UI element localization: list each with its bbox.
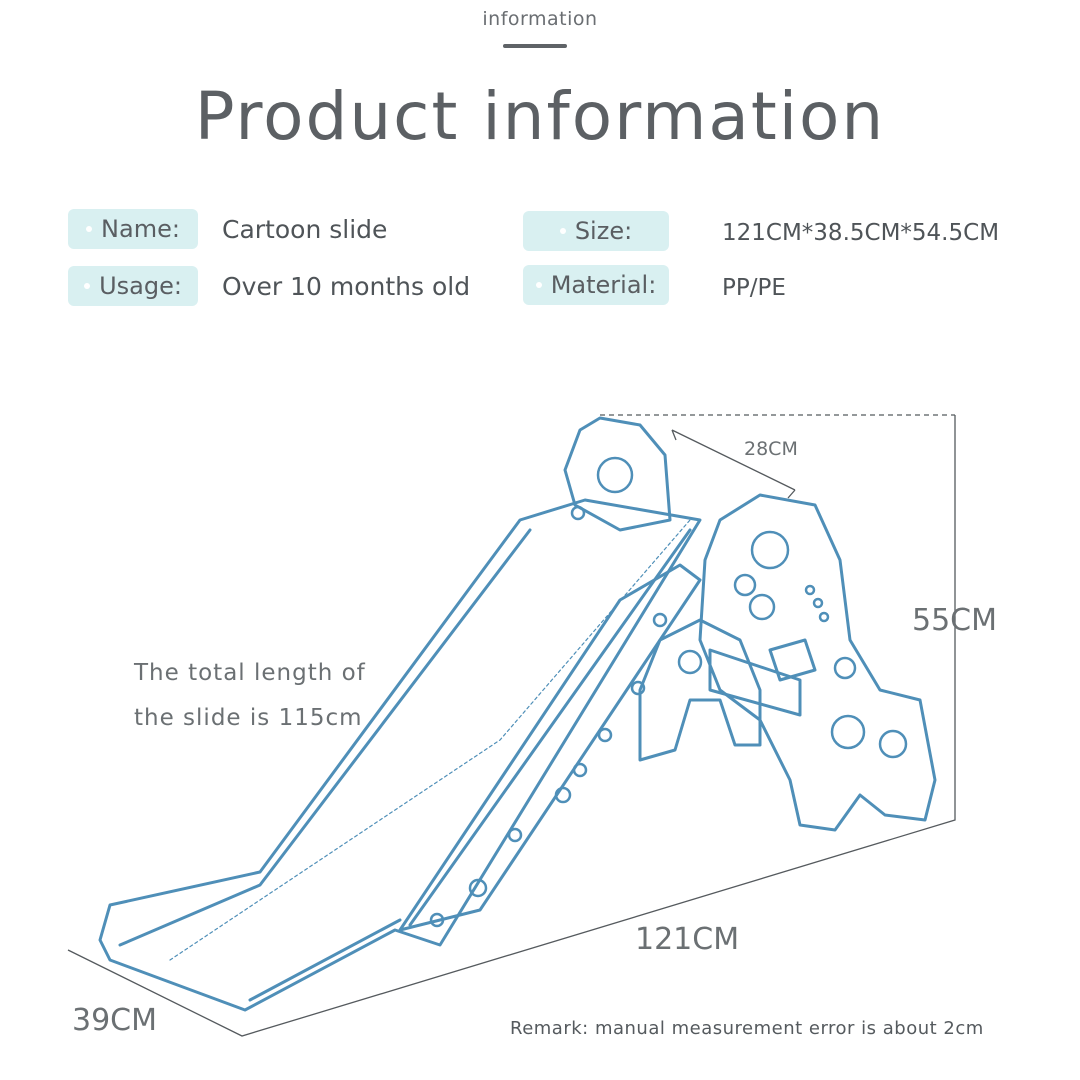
depth-bracket bbox=[671, 429, 796, 499]
hole bbox=[429, 912, 445, 928]
size-value: 121CM*38.5CM*54.5CM bbox=[722, 220, 1000, 246]
slide-length-note-line1: The total length of bbox=[134, 660, 366, 686]
usage-value: Over 10 months old bbox=[222, 272, 471, 301]
section-eyebrow: information bbox=[482, 8, 598, 30]
hole bbox=[468, 878, 488, 898]
hole bbox=[507, 827, 523, 843]
rear-support-head bbox=[563, 416, 672, 532]
bullet-dot-icon bbox=[559, 228, 566, 234]
hole bbox=[748, 593, 776, 621]
remark-text: Remark: manual measurement error is abou… bbox=[510, 1018, 984, 1039]
name-label-pill: Name: bbox=[68, 209, 198, 249]
hole bbox=[652, 612, 668, 628]
mid-leg-panel bbox=[638, 618, 762, 762]
slide-length-note-line2: the slide is 115cm bbox=[134, 705, 363, 731]
hole bbox=[878, 729, 908, 759]
slide-center-seam bbox=[169, 519, 691, 961]
material-label-pill: Material: bbox=[523, 265, 669, 305]
size-label: Size: bbox=[574, 217, 633, 245]
page-title: Product information bbox=[194, 78, 886, 155]
hole bbox=[818, 611, 830, 623]
bullet-dot-icon bbox=[86, 226, 93, 232]
slide-left-rail bbox=[118, 528, 532, 947]
hole bbox=[830, 714, 866, 750]
hole bbox=[570, 505, 586, 521]
name-label: Name: bbox=[101, 215, 180, 243]
size-label-pill: Size: bbox=[523, 211, 669, 251]
slide-illustration bbox=[67, 414, 956, 1037]
slide-side-frame bbox=[398, 563, 702, 932]
depth-top-label: 28CM bbox=[744, 438, 798, 460]
front-ladder-panel bbox=[698, 493, 937, 832]
hole bbox=[597, 727, 613, 743]
hole bbox=[750, 530, 790, 570]
usage-label: Usage: bbox=[99, 272, 182, 300]
hole bbox=[733, 573, 757, 597]
bullet-dot-icon bbox=[535, 282, 542, 288]
material-label: Material: bbox=[550, 271, 657, 299]
material-value: PP/PE bbox=[722, 275, 786, 301]
hole bbox=[596, 456, 634, 494]
hole bbox=[804, 584, 816, 596]
eyebrow-underline bbox=[503, 44, 567, 48]
hole bbox=[554, 786, 572, 804]
hole bbox=[812, 597, 824, 609]
height-label: 55CM bbox=[912, 603, 998, 638]
usage-label-pill: Usage: bbox=[68, 266, 198, 306]
floor-outline bbox=[67, 415, 956, 1037]
ladder-step bbox=[708, 648, 802, 717]
slide-bottom-lip bbox=[248, 918, 402, 1002]
hole bbox=[677, 649, 703, 675]
width-label: 39CM bbox=[72, 1003, 158, 1038]
slide-right-rail bbox=[408, 528, 692, 927]
hole bbox=[572, 762, 588, 778]
hole bbox=[833, 656, 857, 680]
length-label: 121CM bbox=[635, 922, 740, 957]
slide-outer-outline bbox=[98, 498, 702, 1012]
step-handle bbox=[768, 638, 817, 682]
name-value: Cartoon slide bbox=[222, 215, 388, 244]
bullet-dot-icon bbox=[84, 283, 91, 289]
hole bbox=[630, 680, 646, 696]
